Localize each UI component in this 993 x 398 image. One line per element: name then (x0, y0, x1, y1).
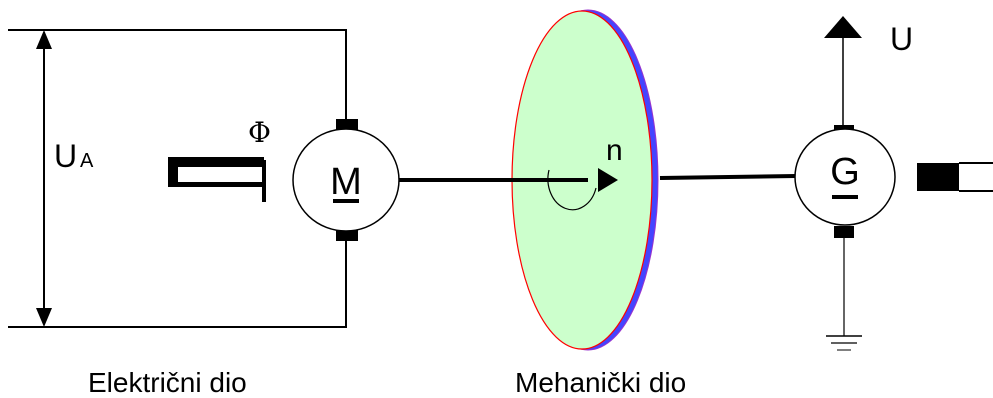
shaft-generator-side (659, 174, 797, 180)
flux-label: Φ (248, 116, 271, 149)
generator-label: G (830, 151, 860, 193)
shaft-arrow-head (598, 168, 618, 192)
top-supply-wire (8, 29, 347, 120)
armature-voltage-label: U (54, 138, 77, 174)
shaft (399, 174, 797, 182)
generator-output (824, 16, 862, 126)
generator-label-underline (832, 195, 858, 199)
output-voltage-label: U (890, 21, 913, 57)
field-winding-symbol (168, 157, 266, 202)
supply-wires (8, 29, 347, 328)
motor-label-underline (333, 199, 359, 203)
generator: G (794, 125, 896, 238)
generator-field-symbol (917, 162, 993, 192)
electrical-part-label: Električni dio (88, 367, 247, 398)
armature-voltage-arrow (36, 30, 52, 327)
rotation-arrow-icon (547, 169, 597, 211)
motor-label: M (330, 161, 362, 203)
mechanical-part-label: Mehanički dio (515, 367, 686, 398)
generator-brush-bottom (834, 226, 854, 238)
generator-circle (794, 128, 896, 226)
armature-voltage-subscript: A (80, 150, 94, 172)
speed-label: n (606, 134, 623, 167)
motor: M (292, 119, 400, 241)
motor-brush-bottom (336, 229, 358, 241)
ground-icon (826, 238, 862, 351)
output-arrow-icon (824, 16, 862, 38)
motor-brush-top (336, 119, 358, 131)
bottom-supply-wire (8, 240, 347, 328)
